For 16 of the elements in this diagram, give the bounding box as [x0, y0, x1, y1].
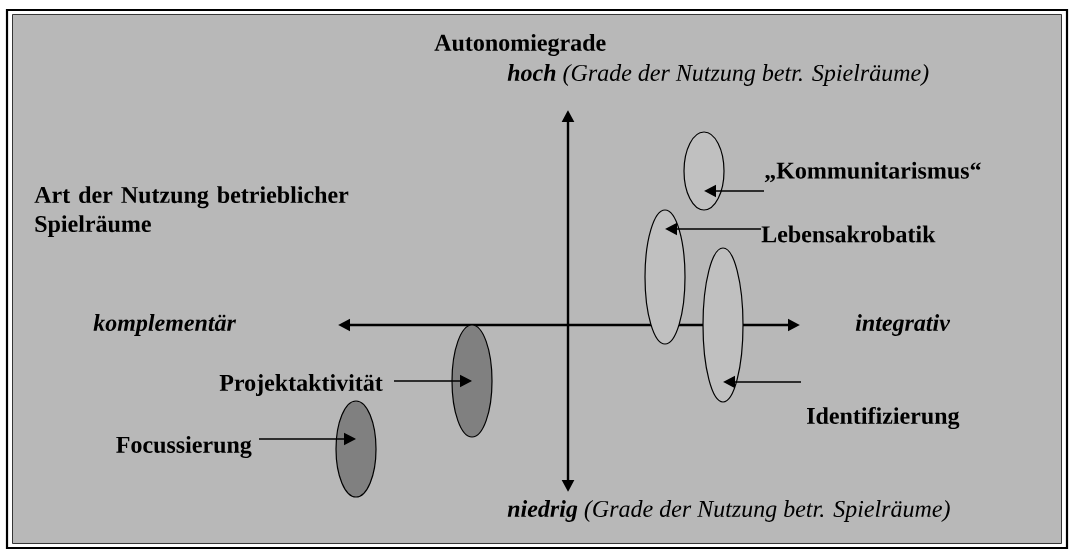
- ellipse-shape: [644, 209, 686, 345]
- axis-title: Art der Nutzung betrieblicher Spielräume: [34, 186, 349, 237]
- type-label: Focussierung: [116, 436, 252, 458]
- ellipse-shape: [702, 247, 744, 403]
- type-label: Identifizierung: [807, 406, 960, 430]
- axis-label: Autonomiegrade: [434, 34, 606, 56]
- type-label: „Kommunitarismus“: [764, 161, 981, 183]
- axis-label: integrativ: [855, 314, 951, 336]
- ellipse-shape: [683, 131, 725, 211]
- axis-label: komplementär: [93, 314, 237, 336]
- axis-label: hoch (Grade der Nutzung betr. Spielräume): [507, 64, 929, 86]
- axis-label: niedrig (Grade der Nutzung betr. Spielräume): [507, 500, 950, 522]
- ellipse-shape: [335, 400, 377, 498]
- ellipse-shape: [451, 324, 493, 438]
- type-label: Projektaktivität: [219, 374, 383, 396]
- type-label: Lebensakrobatik: [761, 225, 936, 243]
